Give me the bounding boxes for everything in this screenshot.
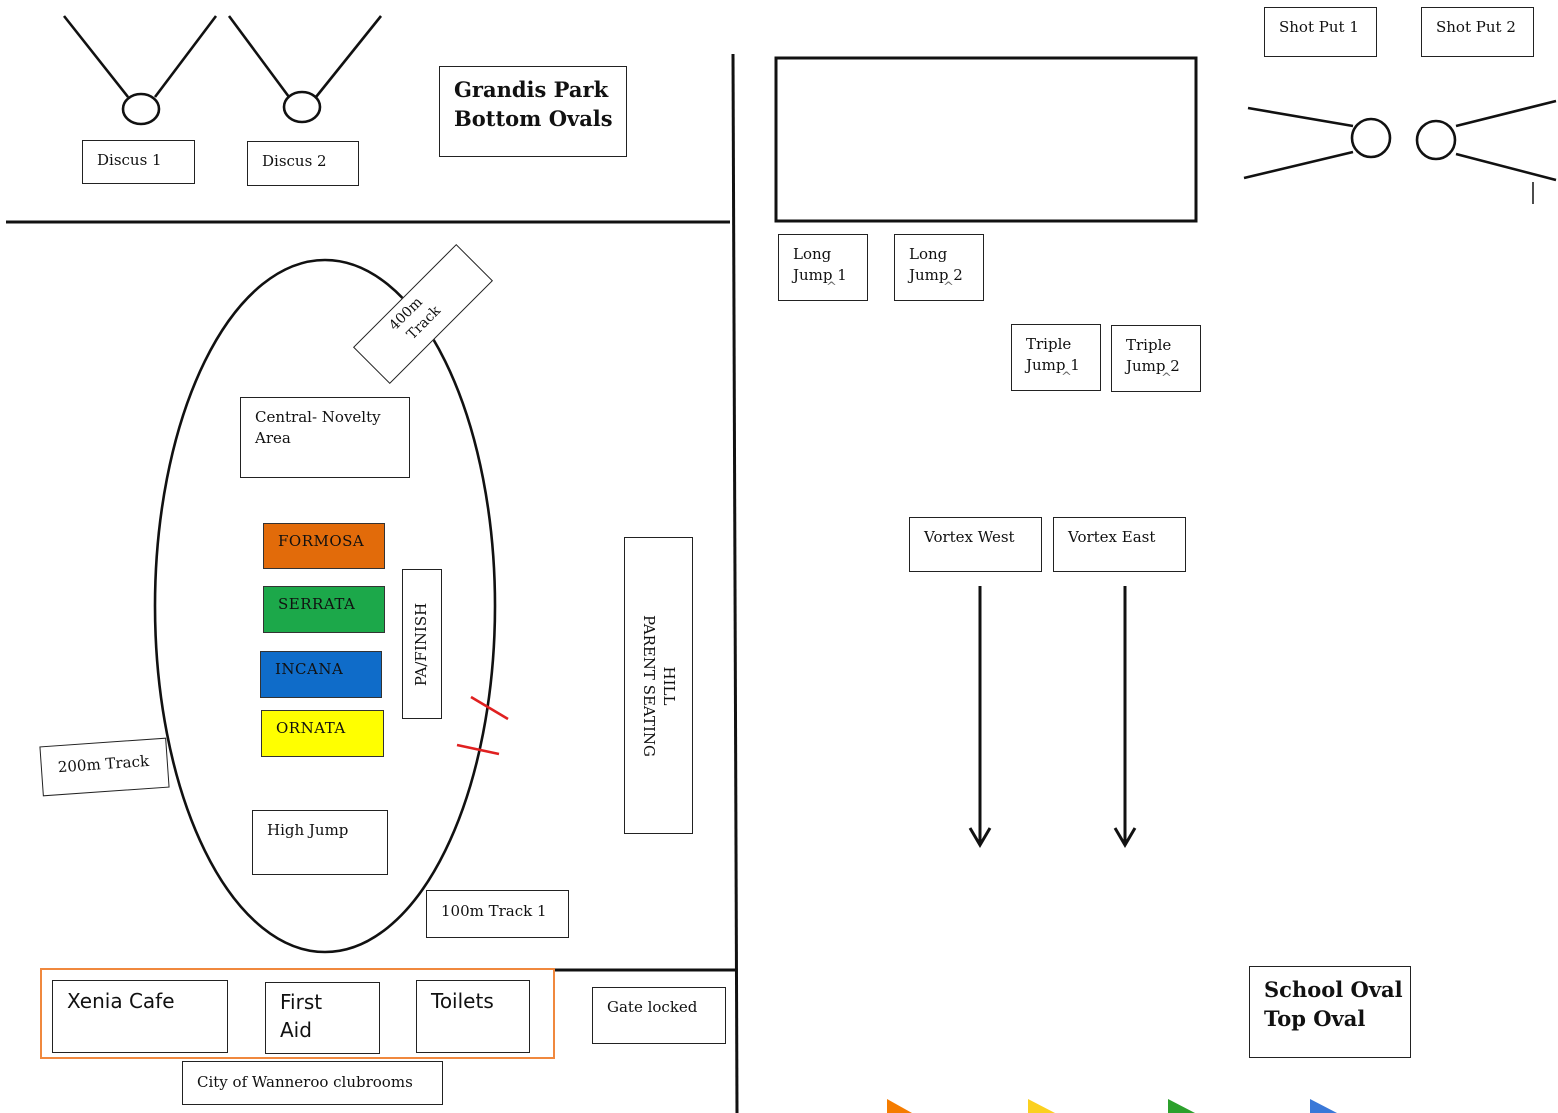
house-incana: INCANA — [260, 651, 382, 698]
triple-jump-2-line2: Jump 2 — [1126, 357, 1180, 375]
long-jump-2-label: Long Jump 2 — [894, 234, 984, 301]
long-jump-2-line2: Jump 2 — [909, 266, 963, 284]
oval-track — [153, 258, 497, 954]
hill-label: HILL — [659, 666, 678, 705]
yellow-flag-icon — [1028, 1099, 1055, 1113]
house-formosa: FORMOSA — [263, 523, 385, 569]
triple-jump-1-line1: Triple — [1026, 335, 1072, 353]
central-novelty-area: Central- Novelty Area — [240, 397, 410, 478]
100m-track-label: 100m Track 1 — [426, 890, 569, 938]
top-oval-title: School Oval Top Oval — [1249, 966, 1411, 1058]
xenia-cafe-label: Xenia Cafe — [52, 980, 228, 1053]
first-aid-line2: Aid — [280, 1018, 312, 1042]
hill-parent-seating: HILL PARENT SEATING — [624, 537, 693, 834]
caret-icon: ^ — [826, 280, 837, 295]
blue-flag-icon — [1310, 1099, 1337, 1113]
long-jump-1-line1: Long — [793, 245, 832, 263]
bottom-ovals-title: Grandis Park Bottom Ovals — [439, 66, 627, 157]
top-oval-title-line2: Top Oval — [1264, 1006, 1366, 1031]
parent-seating-label: PARENT SEATING — [639, 614, 658, 757]
discus-cage-1 — [62, 15, 218, 126]
first-aid-line1: First — [280, 990, 323, 1014]
high-jump-label: High Jump — [252, 810, 388, 875]
clubrooms-label: City of Wanneroo clubrooms — [182, 1061, 443, 1105]
long-jump-2-line1: Long — [909, 245, 948, 263]
200m-track-label: 200m Track — [39, 737, 170, 797]
triple-jump-1-line2: Jump 1 — [1026, 356, 1080, 374]
finish-line-1 — [470, 695, 509, 721]
gate-locked-label: Gate locked — [592, 987, 726, 1044]
toilets-label: Toilets — [416, 980, 530, 1053]
vertical-divider — [731, 53, 739, 1113]
green-flag-icon — [1168, 1099, 1195, 1113]
house-ornata: ORNATA — [261, 710, 384, 757]
top-oval-title-line1: School Oval — [1264, 977, 1403, 1002]
shot-put-2-label: Shot Put 2 — [1421, 7, 1534, 57]
clubroom-facilities-group — [40, 968, 555, 1059]
pa-finish-label: PA/FINISH — [412, 602, 431, 686]
bottom-ovals-title-line2: Bottom Ovals — [454, 106, 613, 131]
pa-finish-box: PA/FINISH — [402, 569, 442, 719]
top-field-area — [774, 56, 1198, 223]
central-line1: Central- Novelty — [255, 408, 381, 426]
long-jump-1-label: Long Jump 1 — [778, 234, 868, 301]
caret-icon: ^ — [1161, 371, 1172, 386]
house-serrata: SERRATA — [263, 586, 385, 633]
caret-icon: ^ — [1061, 370, 1072, 385]
first-aid-label: First Aid — [265, 982, 380, 1054]
discus-2-label: Discus 2 — [247, 141, 359, 186]
long-jump-1-line2: Jump 1 — [793, 266, 847, 284]
shot-put-circle-1 — [1243, 106, 1392, 180]
shot-put-1-label: Shot Put 1 — [1264, 7, 1377, 57]
discus-1-label: Discus 1 — [82, 140, 195, 184]
vortex-west-label: Vortex West — [909, 517, 1042, 572]
bottom-ovals-title-line1: Grandis Park — [454, 77, 609, 102]
vortex-west-arrow — [968, 586, 992, 848]
orange-flag-icon — [887, 1099, 912, 1113]
finish-line-2 — [456, 743, 500, 756]
triple-jump-2-line1: Triple — [1126, 336, 1172, 354]
shot-put-circle-2 — [1415, 99, 1557, 204]
discus-cage-2 — [227, 15, 383, 124]
caret-icon: ^ — [943, 280, 954, 295]
triple-jump-1-label: Triple Jump 1 — [1011, 324, 1101, 391]
central-line2: Area — [255, 429, 291, 447]
triple-jump-2-label: Triple Jump 2 — [1111, 325, 1201, 392]
vortex-east-arrow — [1113, 586, 1137, 848]
vortex-east-label: Vortex East — [1053, 517, 1186, 572]
